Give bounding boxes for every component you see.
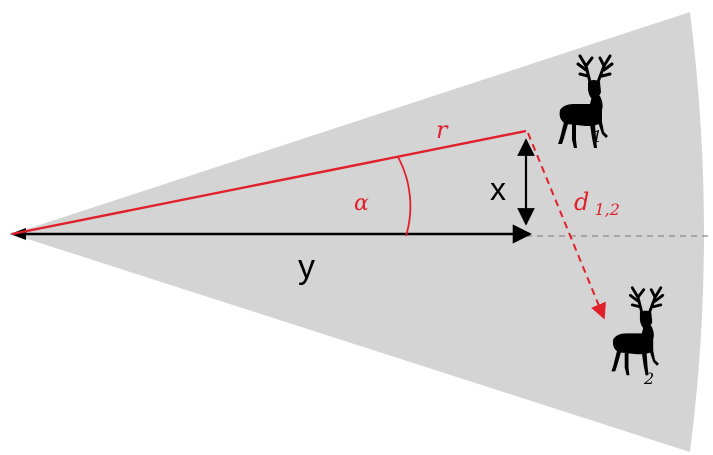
label-x: x xyxy=(490,171,506,207)
label-alpha: α xyxy=(354,191,369,216)
alpha-angle-arc xyxy=(397,156,412,237)
label-deer1-sub: 1 xyxy=(592,127,602,146)
label-deer2-sub: 2 xyxy=(643,369,654,388)
r-distance-line xyxy=(11,129,527,236)
label-d12-sub: 1,2 xyxy=(594,200,619,219)
label-r: r xyxy=(436,116,449,144)
label-d12-main: d xyxy=(574,188,589,216)
label-y: y xyxy=(298,248,315,286)
d12-distance-arrow xyxy=(527,132,606,320)
label-d12: d 1,2 xyxy=(574,188,620,219)
detection-sector xyxy=(12,12,704,452)
